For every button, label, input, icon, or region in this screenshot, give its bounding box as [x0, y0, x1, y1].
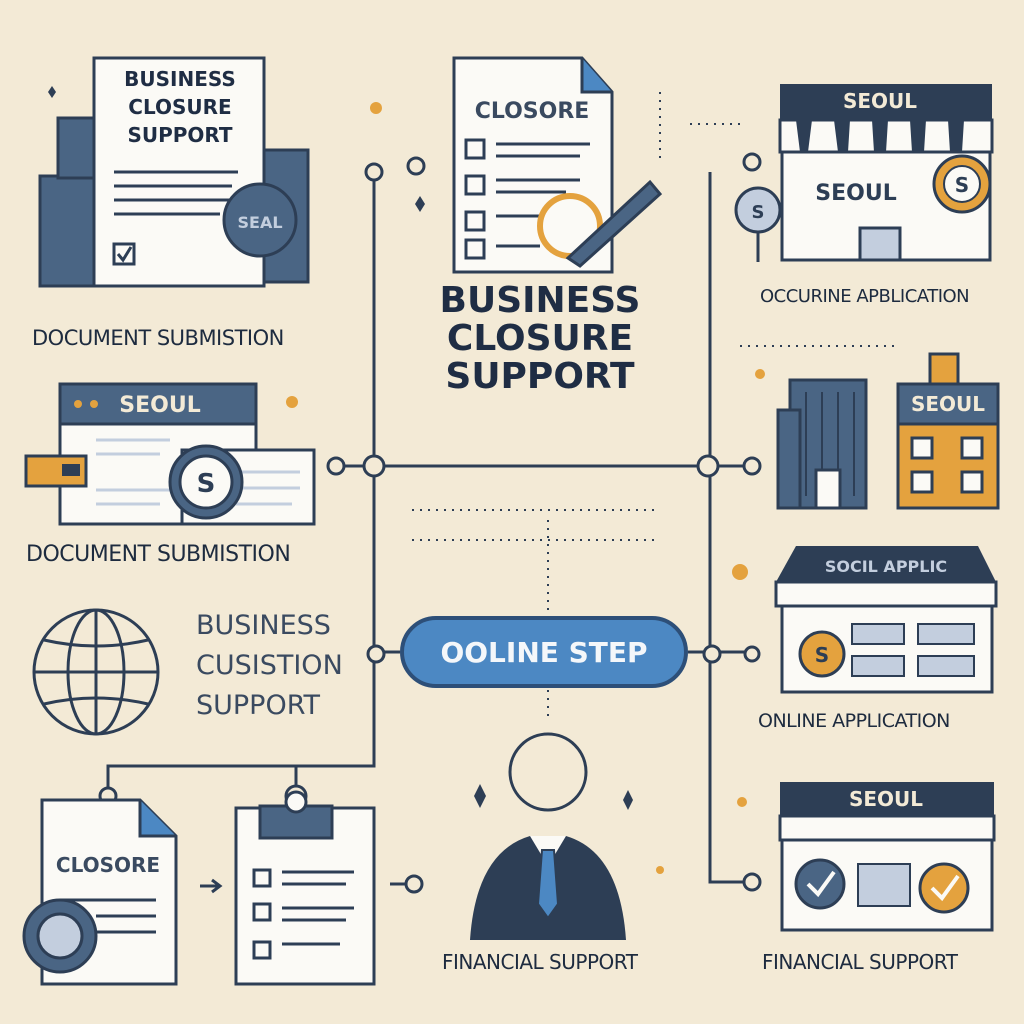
document-illustration-bottom-left: CLOSORE [22, 798, 178, 986]
storefront-illustration-mid-right: SOCIL APPLIC S [774, 546, 998, 694]
storefront-illustration-bottom-right: SEOUL [778, 782, 996, 932]
coin-small-symbol: S [752, 202, 765, 223]
coin-symbol: S [955, 173, 969, 197]
seal-icon [222, 182, 298, 258]
check-icon [918, 862, 970, 914]
person-icon [470, 732, 626, 940]
business-support-line-1: BUSINESS [196, 610, 331, 641]
dotted-lines [412, 92, 900, 720]
storefront-illustration-top-right: SEOUL SEOUL S S [734, 84, 994, 262]
online-application-label: ONLINE APPLICATION [758, 710, 950, 732]
doc-title-line-3: SUPPORT [127, 123, 232, 147]
title-line-2: CLOSURE [446, 318, 634, 359]
title-line-1: BUSINESS [439, 280, 641, 321]
seal-text: SEAL [237, 213, 282, 232]
coin-symbol: S [197, 469, 216, 499]
coin-icon [798, 630, 846, 678]
sparkle-decorations [48, 86, 765, 874]
store-awning-text: SEOUL [843, 89, 917, 113]
title-line-3: SUPPORT [445, 356, 635, 397]
financial-support-label-right: FINANCIAL SUPPORT [762, 950, 958, 974]
building-sign-text: SEOUL [911, 392, 985, 416]
browser-illustration-left: SEOUL S [24, 382, 316, 526]
store-awning-text: SEOUL [849, 787, 923, 811]
financial-support-label-center: FINANCIAL SUPPORT [442, 950, 638, 974]
business-support-label: BUSINESS CUSISTION SUPPORT [196, 606, 343, 726]
document-submission-label-top: DOCUMENT SUBMISTION [32, 326, 284, 350]
doc-title-text: CLOSORE [56, 853, 160, 877]
coin-symbol: S [815, 643, 829, 667]
globe-icon [32, 608, 160, 736]
checklist-illustration-top-center: CLOSORE [452, 56, 663, 274]
document-submission-label-mid: DOCUMENT SUBMISTION [26, 542, 291, 567]
business-support-line-2: CUSISTION [196, 650, 343, 681]
connector-lines [106, 172, 752, 894]
check-icon [794, 858, 846, 910]
online-step-button[interactable]: OOLINE STEP [400, 616, 688, 688]
business-support-line-3: SUPPORT [196, 690, 321, 721]
occurine-application-label: OCCURINE APBLICATION [760, 286, 970, 307]
store-sign-text: SEOUL [815, 181, 896, 206]
checklist-title: CLOSORE [475, 99, 590, 124]
browser-title-text: SEOUL [119, 393, 200, 418]
document-illustration-top-left: BUSINESS CLOSURE SUPPORT SEAL [38, 56, 310, 288]
building-illustration-right: SEOUL [776, 352, 1000, 510]
connector-nodes [98, 152, 762, 894]
store-awning-text: SOCIL APPLIC [825, 557, 947, 576]
doc-title-line-1: BUSINESS [124, 67, 236, 91]
clipboard-illustration [234, 790, 376, 986]
pen-icon [565, 179, 663, 268]
doc-title-line-2: CLOSURE [128, 95, 231, 119]
page-title: BUSINESS CLOSURE SUPPORT [420, 282, 660, 396]
